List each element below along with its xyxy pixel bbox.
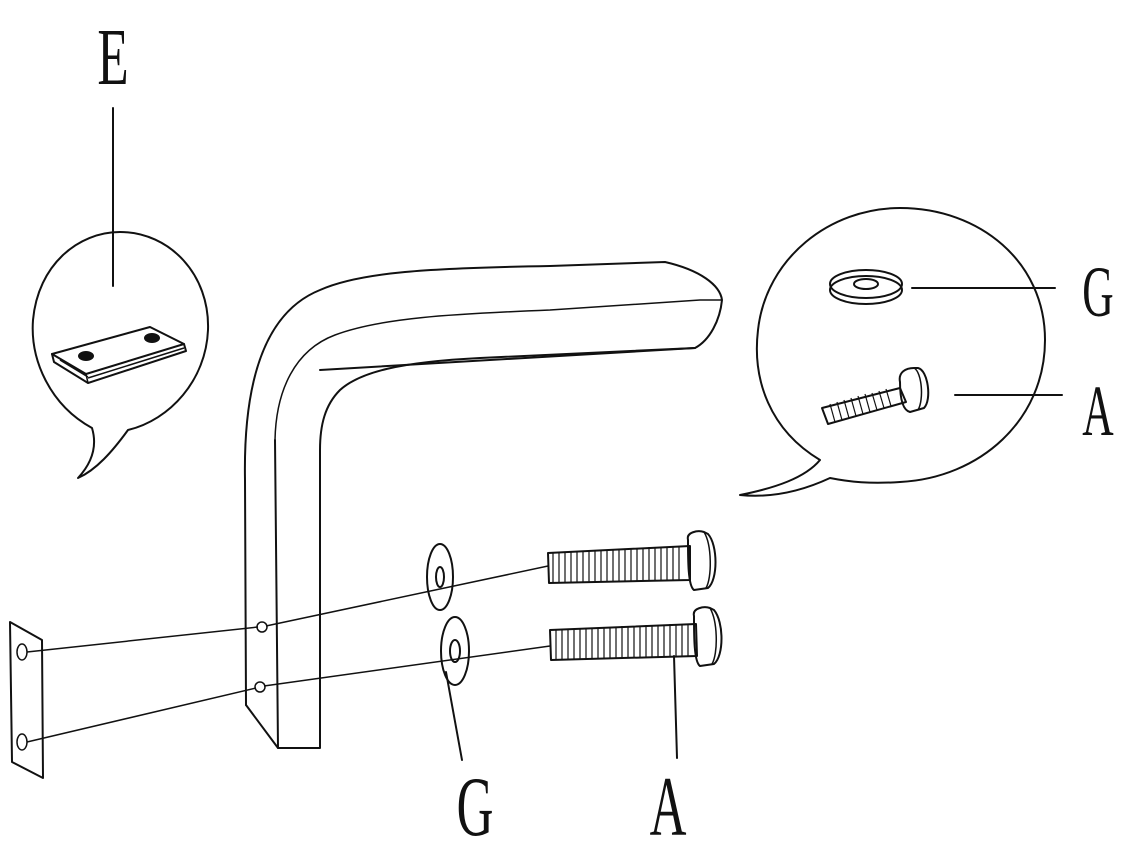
label-a-bottom: A <box>650 761 687 845</box>
label-a-top: A <box>1082 371 1113 451</box>
washer-lower <box>440 616 470 686</box>
washer-upper <box>426 543 454 611</box>
callout-ga-bubble <box>739 207 1046 497</box>
screw-upper <box>547 530 717 591</box>
screw-icon <box>821 367 930 425</box>
callout-ga: G A <box>739 207 1114 497</box>
washer-icon <box>829 269 903 305</box>
callout-e-bubble <box>31 231 210 479</box>
connector-plate-icon <box>51 326 187 384</box>
armrest-inner <box>274 347 696 749</box>
label-g-bottom-leader <box>445 671 463 761</box>
label-g-bottom: G <box>457 761 494 845</box>
screw-lower <box>549 606 723 667</box>
armrest-icon <box>243 261 723 749</box>
label-g-top: G <box>1082 252 1113 332</box>
side-plate-hole-lower <box>16 733 28 751</box>
label-a-bottom-leader <box>673 655 678 759</box>
armrest-hole-upper <box>256 621 268 633</box>
assembly-lines <box>26 565 551 743</box>
callout-e: E <box>31 13 210 479</box>
armrest-top-edge <box>274 299 722 441</box>
side-plate <box>9 621 44 779</box>
label-e: E <box>97 13 128 102</box>
armrest-hole-lower <box>254 681 266 693</box>
side-plate-hole-upper <box>16 643 28 661</box>
armrest-outer <box>243 261 723 706</box>
